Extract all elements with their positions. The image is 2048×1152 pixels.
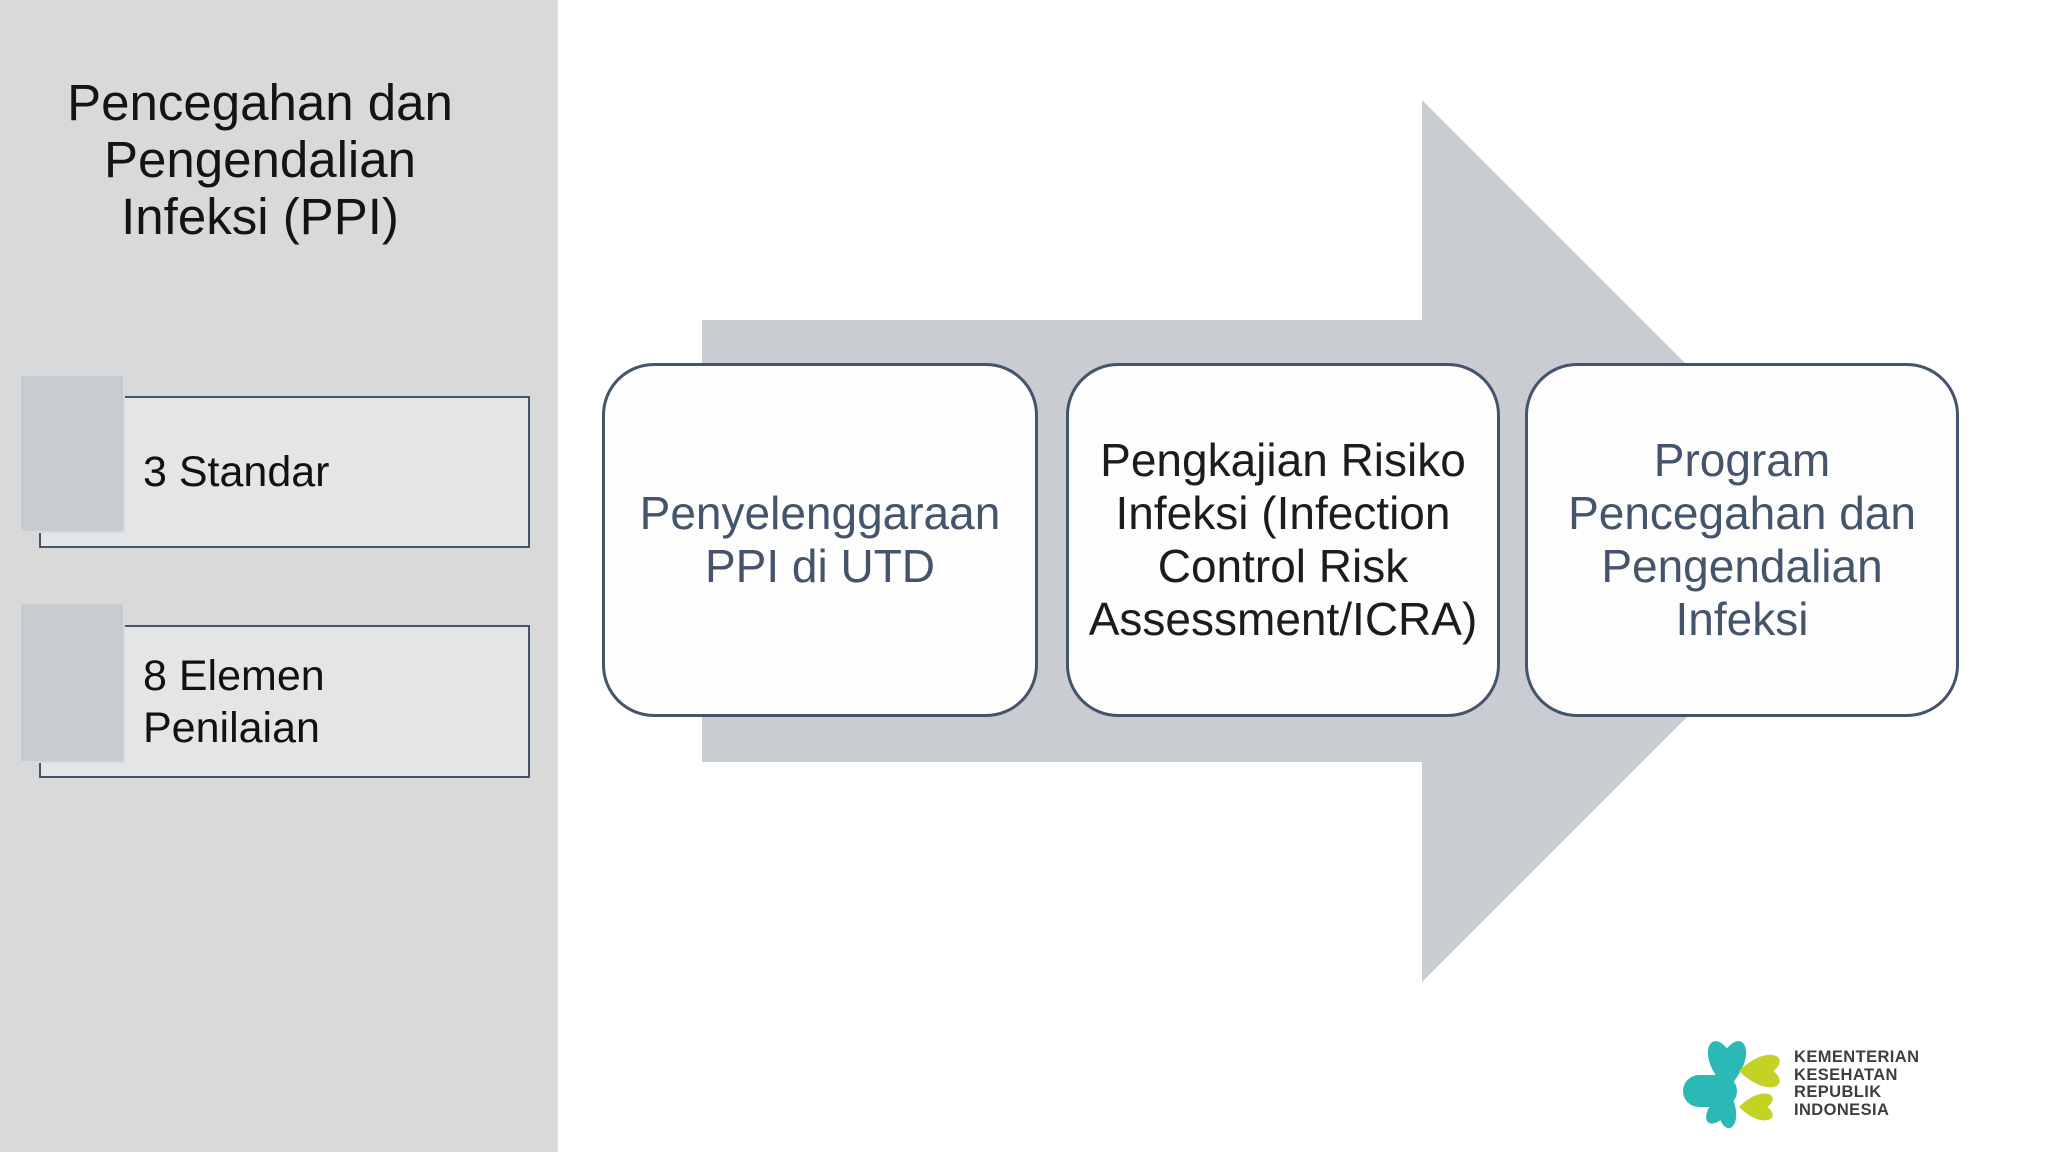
sidebar-item-standar-bullet-square <box>19 374 125 533</box>
process-step-penyelenggaraan: Penyelenggaraan PPI di UTD <box>602 363 1038 717</box>
kemenkes-logo: KEMENTERIAN KESEHATAN REPUBLIK INDONESIA <box>1675 1028 1975 1146</box>
sidebar-item-elemen-bullet-square <box>19 602 125 763</box>
logo-line-republik: REPUBLIK <box>1794 1083 1882 1101</box>
logo-line-kesehatan: KESEHATAN <box>1794 1065 1898 1084</box>
sidebar-item-standar-label: 3 Standar <box>143 448 330 496</box>
process-step-pengkajian-risiko: Pengkajian Risiko Infeksi (Infection Con… <box>1066 363 1500 717</box>
sidebar-item-elemen-label: 8 Elemen Penilaian <box>143 651 325 752</box>
kemenkes-logo-text: KEMENTERIAN KESEHATAN REPUBLIK INDONESIA <box>1794 1048 1920 1119</box>
process-step-penyelenggaraan-label: Penyelenggaraan PPI di UTD <box>639 487 1001 592</box>
kemenkes-logo-icon <box>1683 1041 1780 1130</box>
slide-title: Pencegahan dan Pengendalian Infeksi (PPI… <box>67 74 453 245</box>
process-step-program-ppi-label: Program Pencegahan dan Pengendalian Infe… <box>1568 434 1916 645</box>
sidebar: Pencegahan dan Pengendalian Infeksi (PPI… <box>0 0 558 1152</box>
process-step-pengkajian-risiko-label: Pengkajian Risiko Infeksi (Infection Con… <box>1088 434 1478 645</box>
logo-line-kementerian: KEMENTERIAN <box>1794 1048 1920 1066</box>
logo-line-indonesia: INDONESIA <box>1794 1100 1890 1119</box>
process-step-program-ppi: Program Pencegahan dan Pengendalian Infe… <box>1525 363 1959 717</box>
